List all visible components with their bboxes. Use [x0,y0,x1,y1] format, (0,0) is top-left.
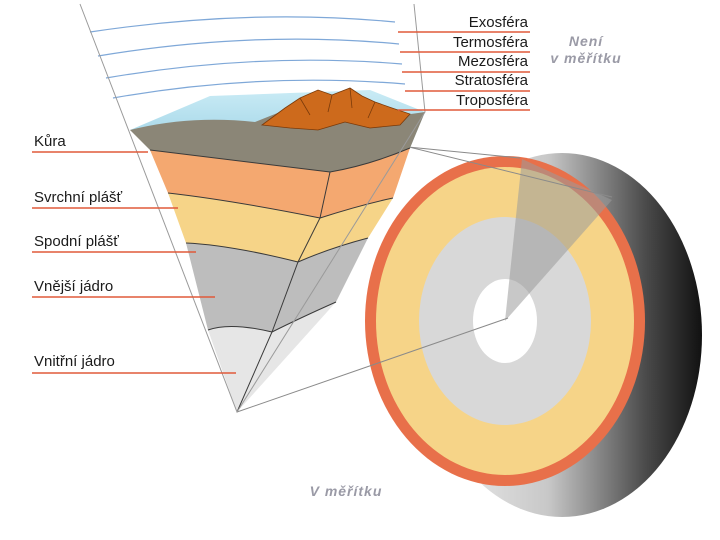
earth-globe [365,153,702,517]
label-inner-core: Vnitřní jádro [34,353,115,370]
label-troposphere: Troposféra [456,92,528,109]
label-mesosphere: Mezosféra [457,53,528,70]
note-not-to-scale-line1: Není [568,33,604,49]
label-upper-mantle: Svrchní plášť [34,189,123,206]
upper-mantle-layer [150,148,410,218]
note-not-to-scale-line2: v měřítku [550,50,622,66]
note-not-to-scale: Není v měřítku [540,33,632,67]
mountains [260,87,411,131]
layer-wedge [79,3,426,414]
label-thermosphere: Termosféra [452,34,528,51]
leader-lines [32,31,530,374]
note-to-scale: V měřítku [309,483,383,499]
label-exosphere: Exosféra [468,14,528,31]
label-stratosphere: Stratosféra [454,72,528,89]
atmosphere-arcs [89,16,406,99]
lower-mantle-layer [168,193,393,262]
outer-core-layer [186,238,368,332]
crust-layer [130,112,425,172]
label-lower-mantle: Spodní plášť [34,233,119,250]
globe-wedge-cutout [505,159,612,321]
label-outer-core: Vnější jádro [34,278,114,295]
label-crust: Kůra [34,133,66,150]
